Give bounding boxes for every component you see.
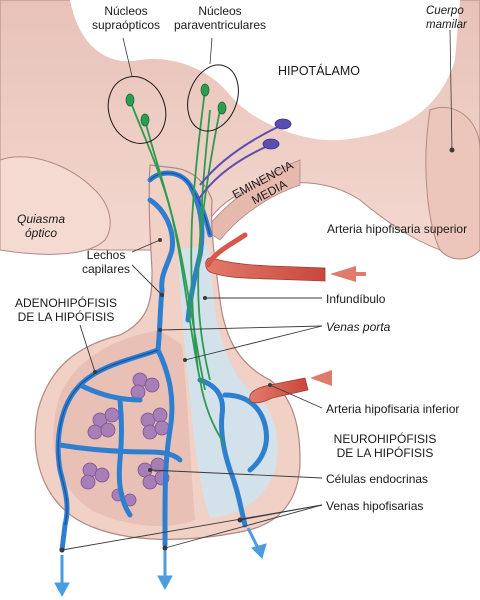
label-venas-hipofisarias: Venas hipofisarias [326,499,424,513]
label-hipotalamo: HIPOTÁLAMO [278,64,360,78]
label-venas-porta: Venas porta [326,320,391,334]
superior-artery-flow-arrow [330,266,356,282]
optic-chiasm [0,156,111,255]
leader-lines [61,239,323,551]
venous-outflow-arrows [54,527,267,598]
nuclei-bodies [125,83,292,150]
paraventricular-nucleus-circle [187,64,239,132]
neurons-purple [197,124,283,201]
leader-dots [59,238,272,553]
label-arteria-superior: Arteria hipofisaria superior [327,222,468,236]
median-eminence-tissue [204,159,301,241]
mammillary-body [425,106,480,260]
neurohypophysis [178,245,278,518]
supraoptic-nucleus-circle [107,76,167,144]
superior-hypophyseal-artery [205,257,326,282]
label-infundibulo: Infundíbulo [326,292,386,306]
label-arteria-inferior: Arteria hipofisaria inferior [326,402,460,416]
inferior-artery-flow-arrow [310,370,332,386]
neurons-green [129,89,226,446]
inferior-hypophyseal-artery [249,377,309,404]
third-ventricle [70,0,460,141]
label-celulas: Células endocrinas [326,472,429,486]
